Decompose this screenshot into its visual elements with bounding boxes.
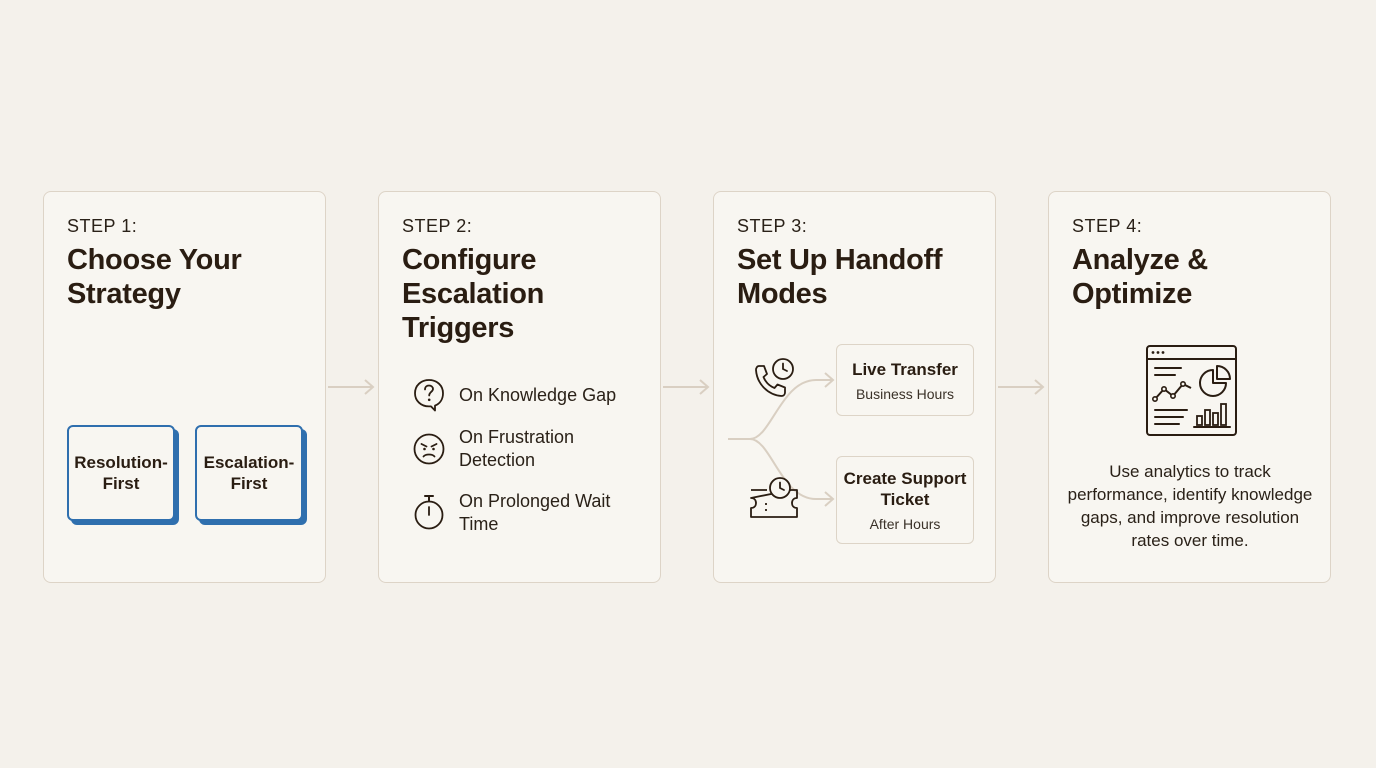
support-ticket-title: Create Support Ticket: [843, 469, 967, 509]
trigger-wait-time-text: On Prolonged Wait Time: [459, 491, 611, 534]
live-transfer-subtitle: Business Hours: [855, 386, 955, 402]
live-transfer-mode[interactable]: Live Transfer Business Hours: [836, 344, 974, 416]
trigger-knowledge-gap-text: On Knowledge Gap: [459, 385, 617, 405]
step-4-description: Use analytics to track performance, iden…: [1067, 462, 1313, 550]
step-4-card: STEP 4: Analyze & Optimize Use analytics…: [1048, 191, 1331, 583]
resolution-first-option[interactable]: Resolution-First: [67, 425, 175, 521]
support-ticket-mode[interactable]: Create Support Ticket After Hours: [836, 456, 974, 544]
step-3-title: Set Up Handoff Modes: [737, 244, 943, 310]
step-2-label: STEP 2:: [402, 216, 473, 236]
escalation-first-option[interactable]: Escalation-First: [195, 425, 303, 521]
step-2-card: STEP 2: Configure Escalation Triggers On…: [378, 191, 661, 583]
trigger-wait-time: On Prolonged Wait Time: [413, 491, 653, 540]
step-3-label: STEP 3:: [737, 216, 808, 236]
step-1-label: STEP 1:: [67, 216, 138, 236]
analytics-dashboard-icon: [1146, 345, 1237, 436]
live-transfer-title: Live Transfer: [852, 360, 958, 379]
question-icon: [414, 379, 444, 412]
arrow-right-icon: [328, 379, 375, 395]
arrow-right-icon: [998, 379, 1045, 395]
ticket-clock-icon: [750, 477, 798, 518]
stopwatch-icon: [414, 495, 444, 530]
branch-connector: [728, 372, 835, 507]
frustrated-face-icon: [413, 433, 445, 465]
support-ticket-subtitle: After Hours: [869, 516, 941, 532]
step-4-title: Analyze & Optimize: [1072, 244, 1208, 310]
step-2-title: Configure Escalation Triggers: [402, 244, 545, 344]
step-3-card: STEP 3: Set Up Handoff Modes Live Transf…: [713, 191, 996, 583]
step-4-label: STEP 4:: [1072, 216, 1143, 236]
phone-clock-icon: [755, 358, 794, 397]
trigger-frustration-text: On Frustration Detection: [459, 427, 575, 470]
step-1-card: STEP 1: Choose Your Strategy Resolution-…: [43, 191, 326, 583]
step-1-title: Choose Your Strategy: [67, 244, 242, 310]
trigger-knowledge-gap: On Knowledge Gap: [413, 378, 653, 426]
arrow-right-icon: [663, 379, 710, 395]
trigger-frustration: On Frustration Detection: [413, 427, 653, 476]
